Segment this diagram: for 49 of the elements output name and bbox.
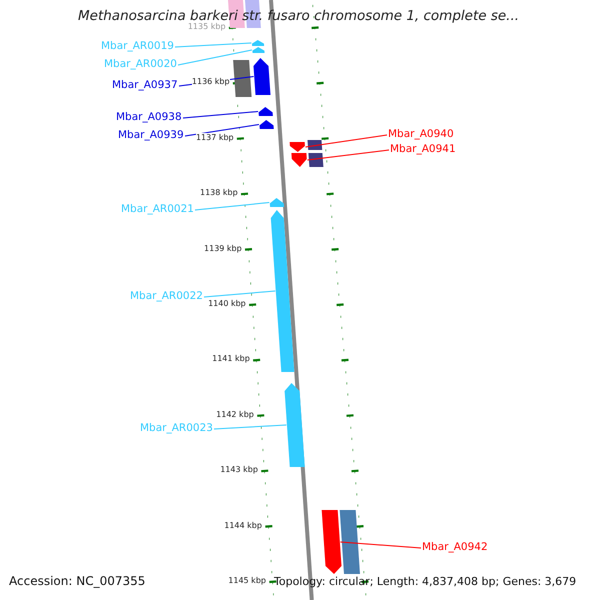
gene-label: Mbar_AR0020 [104,58,177,70]
gene-block [308,153,324,167]
gene-label: Mbar_AR0019 [101,40,174,52]
gene-label: Mbar_A0938 [116,111,182,124]
gene-block [270,210,294,372]
gene-block [322,510,342,574]
leader-line [184,124,260,136]
leader-line [305,134,388,148]
scale-label: 1141 kbp [212,354,250,364]
scale-label: 1140 kbp [208,299,246,308]
gene-label: Mbar_AR0022 [130,290,203,302]
gene-label: Mbar_A0940 [388,128,454,140]
gene-block [290,142,305,152]
info-text: Accession: NC_007355 [9,575,146,589]
gene-block [254,58,270,95]
gene-block [284,383,305,467]
scale-label: 1136 kbp [192,77,230,87]
info-text: Topology: circular; Length: 4,837,408 bp; Genes: 3,679 [274,576,576,589]
scale-label: 1142 kbp [216,410,254,419]
gene-label: Mbar_A0937 [112,79,178,92]
gene-label: Mbar_A0941 [390,143,456,156]
gene-block [291,153,307,167]
gene-label: Mbar_A0942 [422,541,488,554]
gene-block [252,47,265,53]
gene-label: Mbar_AR0023 [140,422,213,434]
scale-label: 1145 kbp [228,576,266,586]
gene-block [233,60,252,97]
gene-block [252,40,264,46]
gene-block [258,107,273,116]
gene-block [340,510,360,574]
scale-label: 1138 kbp [200,188,238,198]
leader-line [182,111,259,118]
gene-block [260,120,274,129]
leader-line [174,42,252,48]
scale-label: 1137 kbp [196,132,234,142]
scale-label: 1143 kbp [220,465,258,474]
gene-label: Mbar_AR0021 [121,203,194,216]
leader-line [340,542,422,548]
gene-block [270,198,284,207]
scale-label: 1139 kbp [204,244,242,253]
leader-line [204,290,276,298]
leader-line [194,202,270,210]
leader-line [178,50,252,66]
scale-label: 1144 kbp [224,520,262,530]
leader-line [306,150,390,160]
gene-label: Mbar_A0939 [118,129,184,142]
leader-line [214,424,287,430]
scale-label: 1135 kbp [188,22,226,32]
title: Methanosarcina barkeri str. fusaro chromosome 1, complete se... [78,9,520,24]
